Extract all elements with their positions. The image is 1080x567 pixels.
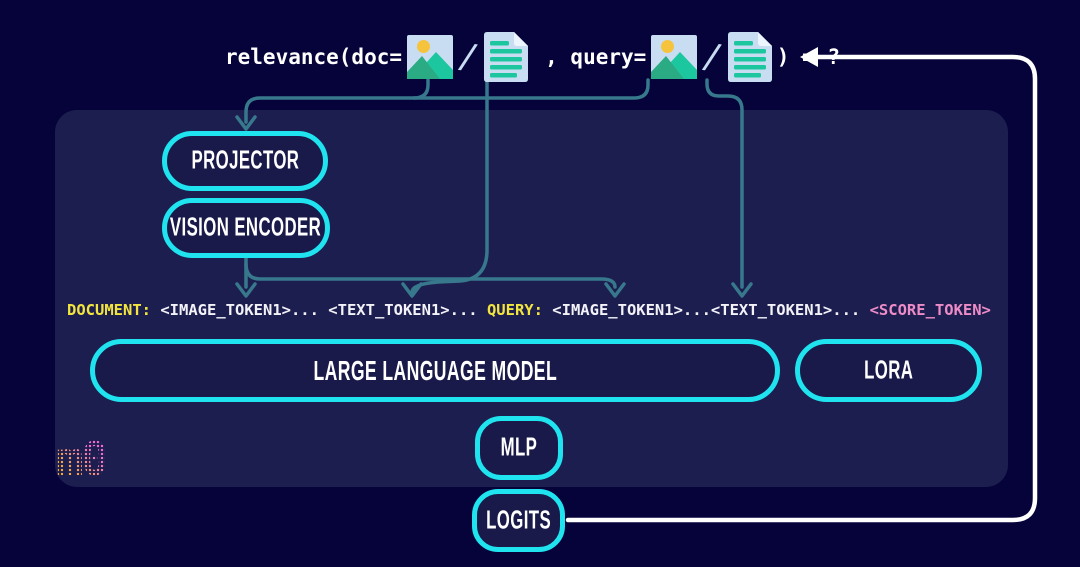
formula-middle: , query= xyxy=(532,45,647,69)
query-tokens: <IMAGE_TOKEN1>...<TEXT_TOKEN1>... xyxy=(542,301,870,319)
llm-label: LARGE LANGUAGE MODEL xyxy=(313,354,557,386)
arrow-left-icon xyxy=(800,47,818,67)
document-icon xyxy=(727,32,772,82)
token-flow-connectors xyxy=(235,78,753,298)
arrowhead-query-image-token xyxy=(604,282,626,298)
vision-encoder-label: VISION ENCODER xyxy=(170,213,322,242)
token-sequence: DOCUMENT: <IMAGE_TOKEN1>... <TEXT_TOKEN1… xyxy=(67,301,991,319)
lora-block: LORA xyxy=(795,339,982,402)
score-token: <SCORE_TOKEN> xyxy=(869,301,991,319)
vision-encoder-to-query-image-token-line xyxy=(244,262,617,289)
slash-separator: / xyxy=(699,35,726,79)
document-tokens: <IMAGE_TOKEN1>... <TEXT_TOKEN1>... xyxy=(151,301,487,319)
lora-label: LORA xyxy=(863,355,914,385)
doc-text-to-text-token-line xyxy=(410,80,489,294)
doc-image-stub-line xyxy=(412,78,430,100)
relevance-formula: relevance(doc= / , query= / xyxy=(225,32,840,82)
slash-separator: / xyxy=(455,35,482,79)
images-to-projector-line xyxy=(244,78,650,124)
mlp-block: MLP xyxy=(475,416,563,480)
query-text-to-text-token-line xyxy=(705,78,744,289)
projector-label: PROJECTOR xyxy=(191,146,299,175)
formula-prefix: relevance(doc= xyxy=(225,45,403,69)
document-token-label: DOCUMENT: xyxy=(67,301,151,319)
projector-block: PROJECTOR xyxy=(162,131,328,191)
mlp-label: MLP xyxy=(500,433,538,462)
arrowhead-query-text-token xyxy=(731,282,753,298)
m0-logo: m0 xyxy=(56,432,108,486)
large-language-model-block: LARGE LANGUAGE MODEL xyxy=(90,339,780,402)
arrowhead-into-projector xyxy=(235,115,257,131)
logits-feedback-line xyxy=(565,54,1038,523)
logits-feedback-arrow xyxy=(565,47,1038,523)
arrowhead-doc-image-token xyxy=(235,282,257,298)
logits-label: LOGITS xyxy=(486,505,551,535)
image-icon xyxy=(651,35,698,79)
query-token-label: QUERY: xyxy=(486,301,543,319)
arrowhead-doc-text-token xyxy=(401,282,423,298)
formula-suffix: ) = ? xyxy=(776,45,840,69)
logits-block: LOGITS xyxy=(472,489,565,552)
vision-encoder-block: VISION ENCODER xyxy=(162,198,330,258)
document-icon xyxy=(483,32,528,82)
image-icon xyxy=(407,35,454,79)
